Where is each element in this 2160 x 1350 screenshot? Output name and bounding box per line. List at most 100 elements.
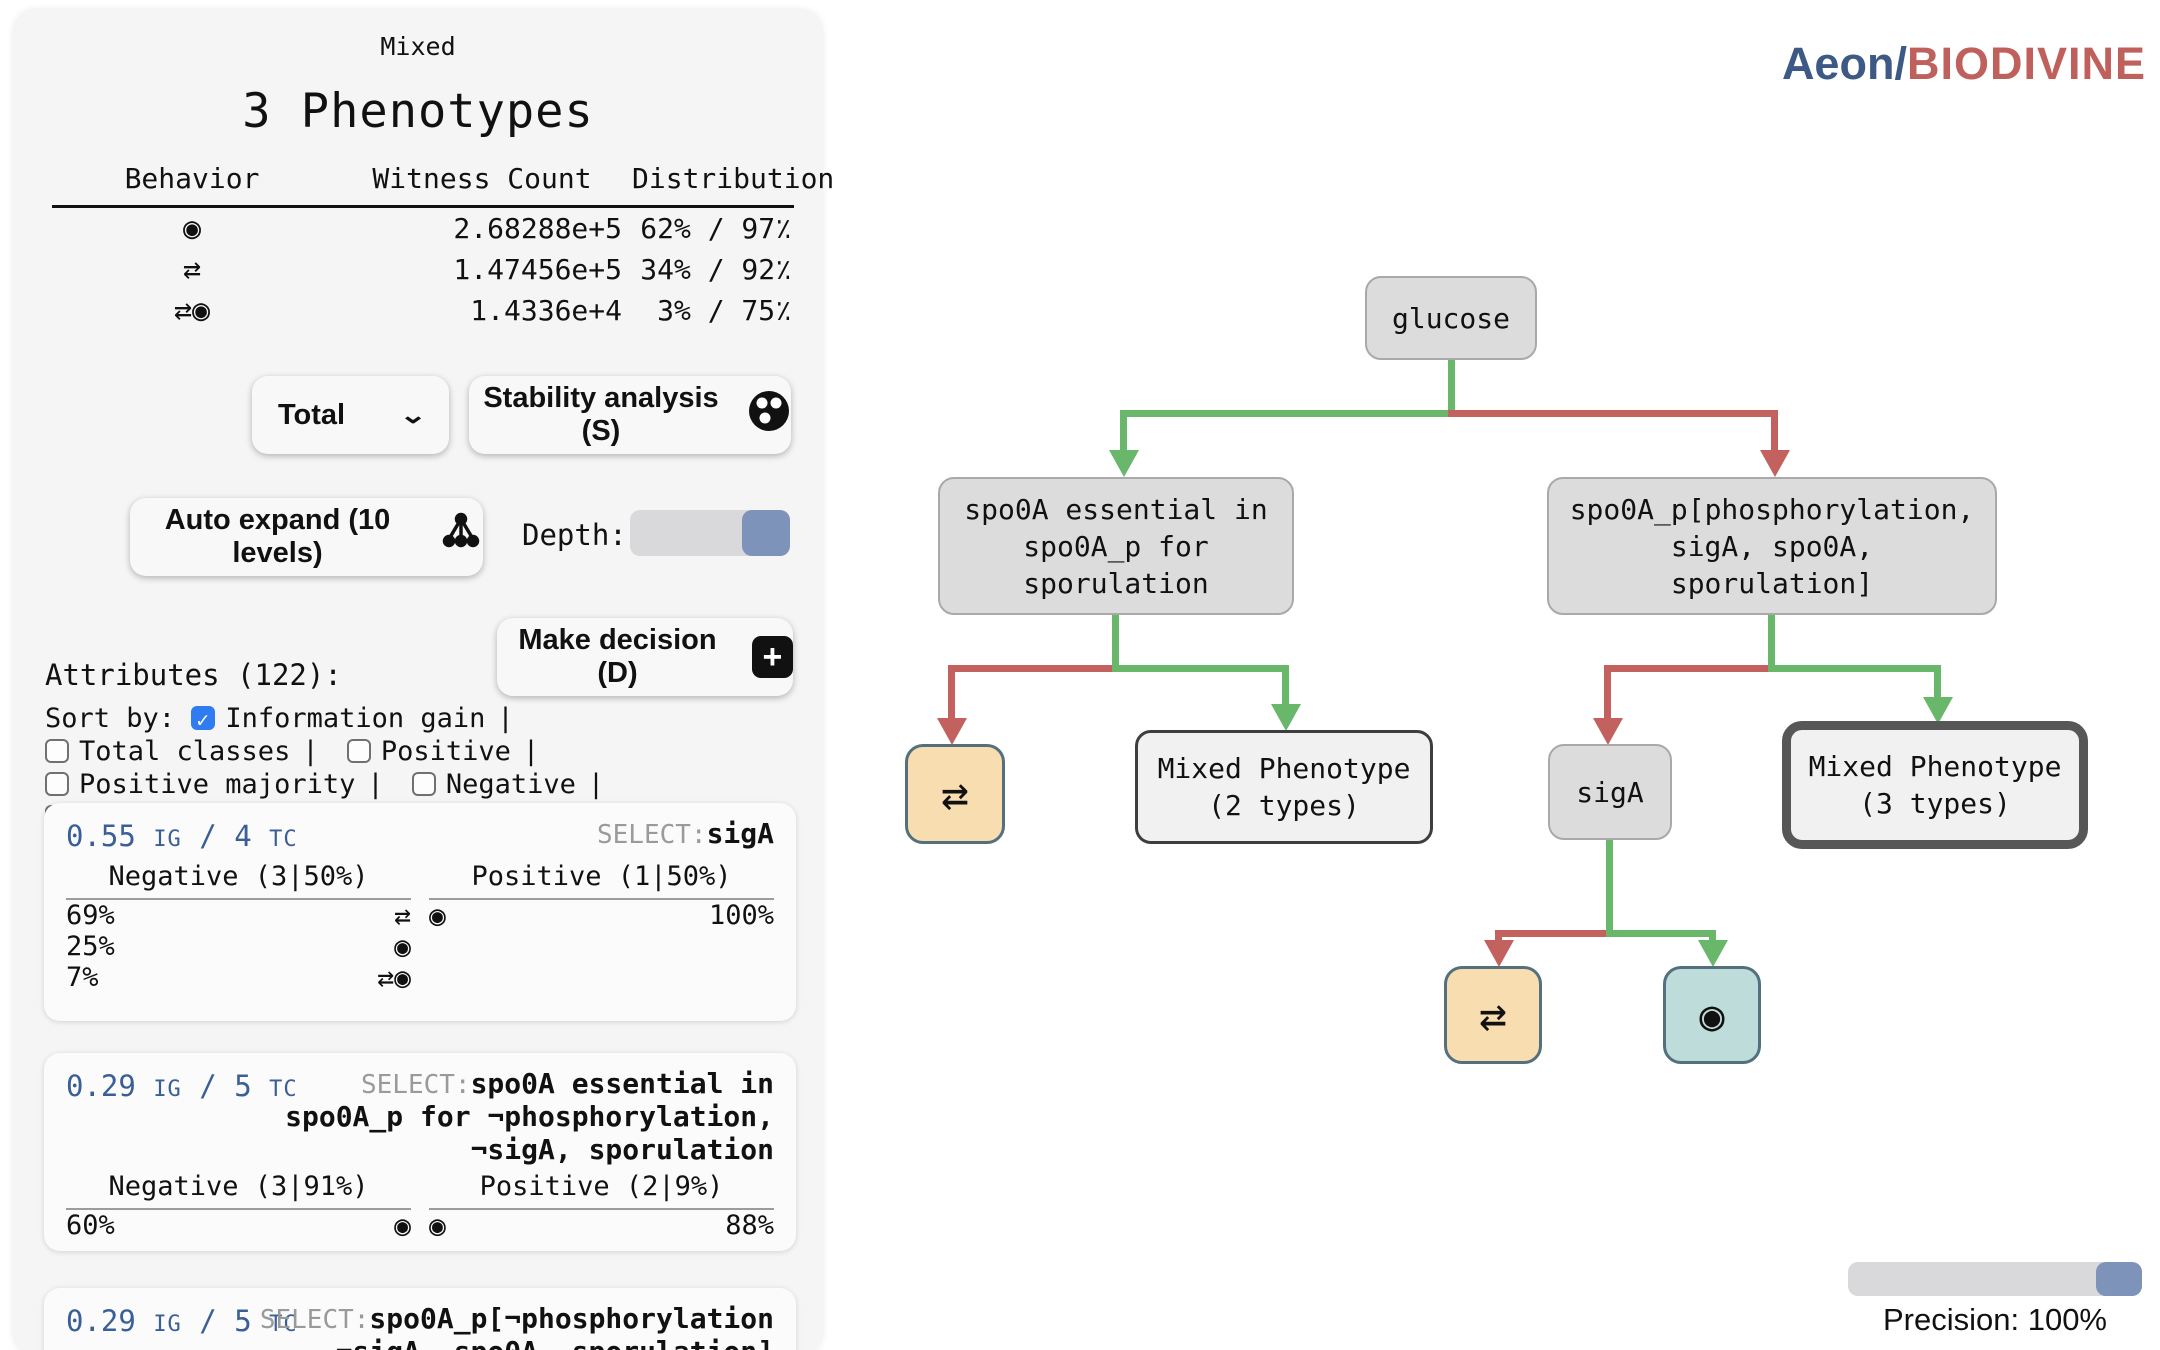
oscillation-behavior-icon: ⇄ xyxy=(182,252,202,287)
select-attribute[interactable]: SELECT:sigA xyxy=(596,817,774,850)
edge-positive xyxy=(1112,665,1289,672)
edge xyxy=(1604,665,1611,720)
depth-label: Depth: xyxy=(522,518,627,552)
total-dropdown-label: Total xyxy=(278,398,346,431)
chevron-down-icon: ⌄ xyxy=(398,401,428,429)
precision-slider-thumb[interactable] xyxy=(2096,1262,2142,1296)
edge xyxy=(1120,410,1127,452)
witness-count-value: 1.4336e+4 xyxy=(470,294,622,327)
edge xyxy=(948,665,955,720)
arrow-down-icon xyxy=(1109,450,1139,477)
arrow-down-icon xyxy=(1698,940,1728,967)
app-logo: Aeon/BIODIVINE xyxy=(1782,38,2146,90)
edge xyxy=(1768,613,1775,672)
attribute-card-spo0A-essential[interactable]: 0.29 IG / 5 TC SELECT:spo0A essential in… xyxy=(44,1053,796,1251)
attribute-card-sigA[interactable]: 0.55 IG / 4 TC SELECT:sigA Negative (3|5… xyxy=(44,803,796,1021)
edge-positive xyxy=(1768,665,1941,672)
arrow-down-icon xyxy=(1484,940,1514,967)
stability-behavior-icon: ◉ xyxy=(182,211,202,246)
sort-by-label: Sort by: xyxy=(45,703,176,734)
checkbox-icon[interactable] xyxy=(45,772,69,796)
witness-count-value: 2.68288e+5 xyxy=(453,212,622,245)
information-gain-line: 0.29 IG / 5 TC xyxy=(66,1069,298,1103)
leaf-stability[interactable]: ◉ xyxy=(1663,966,1761,1064)
edge xyxy=(1606,839,1613,937)
edge-negative xyxy=(948,665,1118,672)
node-class-subtitle: Mixed xyxy=(380,32,456,61)
attribute-card-spo0A_p[interactable]: 0.29 IG / 5 TC SELECT:spo0A_p[¬phosphory… xyxy=(44,1288,796,1350)
arrow-down-icon xyxy=(937,718,967,745)
tree-node-spo0A_p[interactable]: spo0A_p[phosphorylation, sigA, spo0A, sp… xyxy=(1547,477,1997,615)
aeon-logo-text: Aeon/ xyxy=(1781,38,1907,89)
table-row: ⇄◉ 1.4336e+4 3% / 75٪ xyxy=(52,290,794,331)
sort-option-positive[interactable]: Positive xyxy=(346,736,511,767)
col-header-behavior: Behavior xyxy=(124,162,260,195)
arrow-down-icon xyxy=(1271,704,1301,731)
checkbox-icon[interactable] xyxy=(191,704,216,737)
arrow-down-icon xyxy=(1593,718,1623,745)
edge xyxy=(1934,665,1941,699)
make-decision-button[interactable]: Make decision (D) + xyxy=(497,618,793,696)
select-attribute[interactable]: SELECT:spo0A_p[¬phosphorylation, ¬sigA, … xyxy=(259,1302,774,1350)
edge xyxy=(1112,613,1119,672)
tree-branch-icon xyxy=(439,511,483,563)
table-row: ◉ 2.68288e+5 62% / 97٪ xyxy=(52,208,794,249)
distribution-value: 3% / 75٪ xyxy=(657,294,792,327)
checkbox-icon[interactable] xyxy=(411,772,436,796)
edge-negative xyxy=(1448,410,1778,417)
stability-icon: ◉ xyxy=(429,1209,446,1242)
stability-icon: ◉ xyxy=(394,1209,411,1242)
checkbox-icon[interactable] xyxy=(346,739,371,763)
disorder-behavior-icon: ⇄◉ xyxy=(173,293,211,328)
edge xyxy=(1771,410,1778,452)
tree-node-sigA[interactable]: sigA xyxy=(1548,744,1672,840)
distribution-value: 34% / 92٪ xyxy=(640,253,792,286)
disorder-icon: ⇄◉ xyxy=(377,961,411,994)
sort-option-information-gain[interactable]: Information gain xyxy=(191,703,485,737)
arrow-down-icon xyxy=(1760,450,1790,477)
sort-option-positive-majority[interactable]: Positive majority xyxy=(45,769,355,800)
depth-slider-thumb[interactable] xyxy=(742,510,790,556)
total-dropdown[interactable]: Total ⌄ xyxy=(252,376,449,454)
stability-analysis-label: Stability analysis (S) xyxy=(483,382,719,447)
witness-count-value: 1.47456e+5 xyxy=(453,253,622,286)
plus-icon: + xyxy=(751,636,793,678)
stability-analysis-button[interactable]: Stability analysis (S) xyxy=(469,376,791,454)
leaf-oscillation[interactable]: ⇄ xyxy=(1444,966,1542,1064)
select-attribute[interactable]: SELECT:spo0A essential in spo0A_p for ¬p… xyxy=(285,1067,774,1166)
negative-column: Negative (3|50%) 69%⇄ 25%◉ 7%⇄◉ xyxy=(66,861,411,994)
auto-expand-button[interactable]: Auto expand (10 levels) xyxy=(130,498,483,576)
edge-negative xyxy=(1495,930,1613,937)
edge xyxy=(1495,930,1502,942)
depth-slider[interactable] xyxy=(630,510,790,556)
stability-icon: ◉ xyxy=(1699,990,1725,1040)
tree-node-mixed-phenotype-3[interactable]: Mixed Phenotype (3 types) xyxy=(1782,721,2088,849)
oscillation-icon: ⇄ xyxy=(1479,988,1507,1042)
edge-positive xyxy=(1120,410,1455,417)
tree-node-glucose[interactable]: glucose xyxy=(1365,276,1537,360)
attributes-heading: Attributes (122): xyxy=(45,658,342,692)
sort-option-negative[interactable]: Negative xyxy=(411,769,576,800)
edge-positive xyxy=(1606,930,1716,937)
information-gain-line: 0.55 IG / 4 TC xyxy=(66,819,298,853)
precision-label: Precision: 100% xyxy=(1882,1302,2107,1337)
table-row: ⇄ 1.47456e+5 34% / 92٪ xyxy=(52,249,794,290)
precision-slider[interactable] xyxy=(1848,1262,2142,1296)
auto-expand-label: Auto expand (10 levels) xyxy=(164,504,391,569)
stability-icon: ◉ xyxy=(429,899,446,932)
attractor-icon xyxy=(747,389,791,441)
biodivine-logo-text: BIODIVINE xyxy=(1906,38,2146,89)
edge xyxy=(1709,930,1716,942)
tree-node-mixed-phenotype-2[interactable]: Mixed Phenotype (2 types) xyxy=(1135,730,1433,844)
page-title: 3 Phenotypes xyxy=(242,84,594,139)
oscillation-icon: ⇄ xyxy=(941,767,969,821)
make-decision-label: Make decision (D) xyxy=(518,624,717,689)
oscillation-icon: ⇄ xyxy=(394,899,411,932)
tree-node-spo0A-essential[interactable]: spo0A essential in spo0A_p for sporulati… xyxy=(938,477,1294,615)
edge xyxy=(1448,358,1455,413)
sort-option-total-classes[interactable]: Total classes xyxy=(45,736,290,767)
leaf-oscillation[interactable]: ⇄ xyxy=(905,744,1005,844)
checkbox-icon[interactable] xyxy=(45,739,69,763)
